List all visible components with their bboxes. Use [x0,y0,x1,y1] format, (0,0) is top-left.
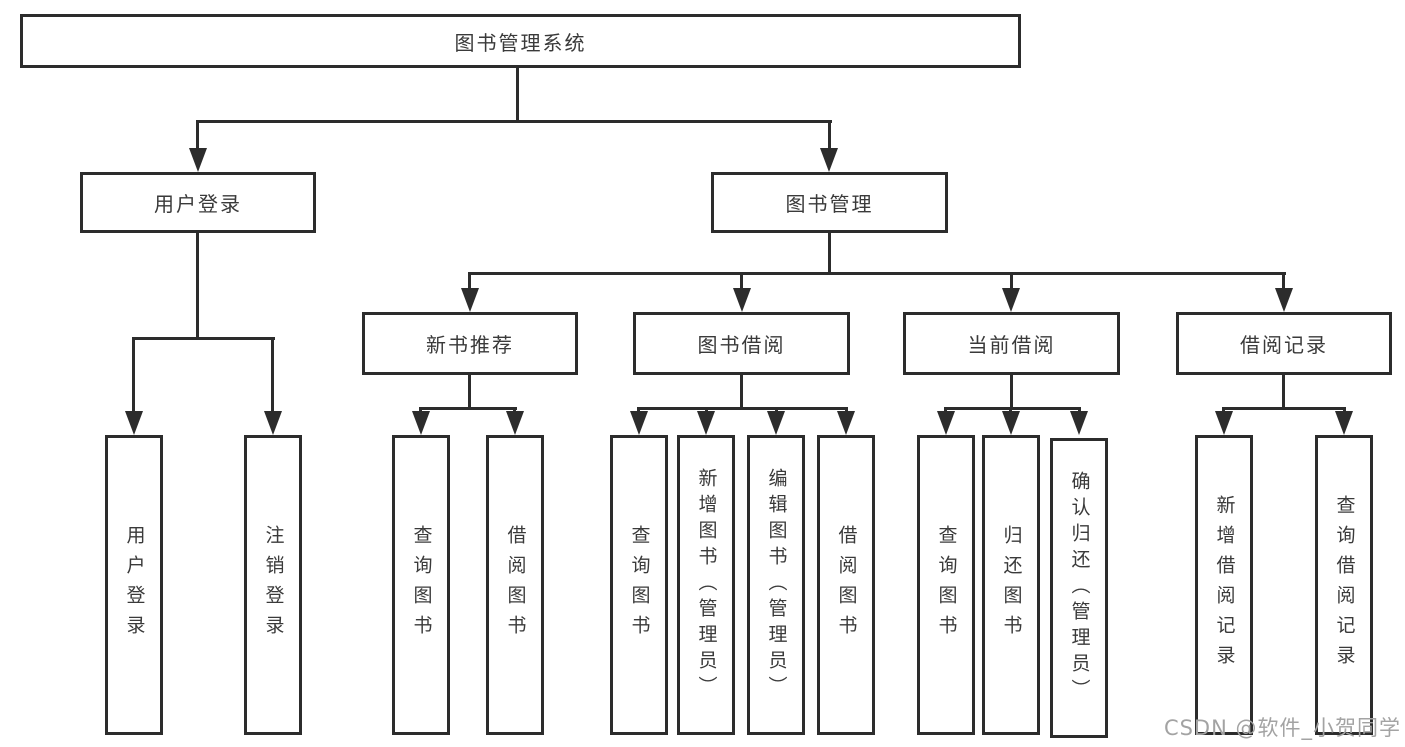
connector-stem-current-borrow [1010,272,1013,290]
connector-stem-br-add [1222,407,1225,413]
connector-stem-br-query [1343,407,1346,413]
arrow-down-icon-bb-add [697,411,715,435]
connector-current-borrow-hline [944,407,1081,410]
arrow-down-icon-nb-query [412,411,430,435]
node-borrow-records: 借阅记录 [1176,312,1392,375]
leaf-borrow-books-recommend: 借阅图书 [486,435,544,735]
connector-book-borrow-hline [637,407,848,410]
connector-stem-leaf-logout [271,337,274,413]
node-current-borrow: 当前借阅 [903,312,1120,375]
connector-stem-bb-edit [775,407,778,413]
connector-stem-cb-confirm [1078,407,1081,413]
connector-user-login-hline [132,337,275,340]
connector-stem-bb-query [637,407,640,413]
arrow-down-icon-cb-query [937,411,955,435]
connector-level1-hline [196,120,832,123]
leaf-query-books-current: 查询图书 [917,435,975,735]
connector-stem-cb-query [944,407,947,413]
arrow-down-icon-leaf-logout [264,411,282,435]
leaf-edit-book-admin: 编辑图书（管理员） [747,435,805,735]
arrow-down-icon-book-borrow [733,288,751,312]
connector-stem-book-borrow [740,272,743,290]
node-book-management: 图书管理 [711,172,948,233]
arrow-down-icon-br-add [1215,411,1233,435]
connector-stem-nb-borrow [513,407,516,413]
connector-stem-bb-borrow [845,407,848,413]
arrow-down-icon-borrow-records [1275,288,1293,312]
watermark: CSDN @软件_小贺同学 [1163,716,1401,740]
arrow-down-icon-current-borrow [1002,288,1020,312]
leaf-return-book: 归还图书 [982,435,1040,735]
connector-new-book-hline [419,407,517,410]
connector-stem-new-book [468,272,471,290]
connector-stem-nb-query [419,407,422,413]
arrow-down-icon-nb-borrow [506,411,524,435]
leaf-query-borrow-record: 查询借阅记录 [1315,435,1373,735]
leaf-user-login: 用户登录 [105,435,163,735]
arrow-down-icon-bb-query [630,411,648,435]
node-book-borrow: 图书借阅 [633,312,850,375]
connector-stem-user-login [196,120,199,150]
connector-level3-hline [468,272,1286,275]
node-library-system: 图书管理系统 [20,14,1021,68]
connector-stem-cb-return [1009,407,1012,413]
node-new-book-recommend: 新书推荐 [362,312,578,375]
connector-new-book-stub [468,375,471,410]
arrow-down-icon-bb-edit [767,411,785,435]
connector-user-login-stub [196,233,199,337]
leaf-confirm-return-admin: 确认归还（管理员） [1050,438,1108,738]
connector-book-borrow-stub [740,375,743,410]
connector-stem-book-management [828,120,831,150]
arrow-down-icon-user-login [189,148,207,172]
leaf-query-books-borrow: 查询图书 [610,435,668,735]
arrow-down-icon-leaf-user-login [125,411,143,435]
connector-stem-leaf-user-login [132,337,135,413]
leaf-add-book-admin: 新增图书（管理员） [677,435,735,735]
connector-borrow-records-stub [1282,375,1285,410]
arrow-down-icon-bb-borrow [837,411,855,435]
node-user-login: 用户登录 [80,172,316,233]
arrow-down-icon-br-query [1335,411,1353,435]
connector-root-stub [516,68,519,120]
leaf-borrow-books-borrow: 借阅图书 [817,435,875,735]
leaf-add-borrow-record: 新增借阅记录 [1195,435,1253,735]
connector-borrow-records-hline [1222,407,1346,410]
arrow-down-icon-book-management [820,148,838,172]
arrow-down-icon-cb-confirm [1070,411,1088,435]
connector-current-borrow-stub [1010,375,1013,410]
arrow-down-icon-cb-return [1002,411,1020,435]
connector-stem-bb-add [705,407,708,413]
connector-stem-borrow-records [1282,272,1285,290]
leaf-logout-login: 注销登录 [244,435,302,735]
arrow-down-icon-new-book [461,288,479,312]
leaf-query-books-recommend: 查询图书 [392,435,450,735]
connector-book-management-stub [828,233,831,272]
